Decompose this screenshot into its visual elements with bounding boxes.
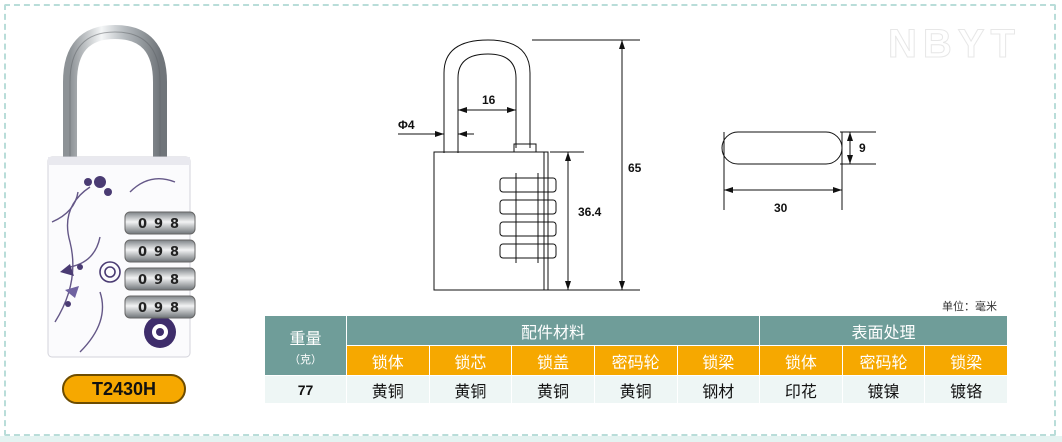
dim-section-height: 9 (859, 141, 866, 155)
surface-header: 密码轮 (841, 345, 926, 376)
dim-shackle-width: 16 (482, 93, 496, 107)
combination-dials: 0 9 8 0 9 8 0 9 8 0 9 8 (124, 211, 196, 319)
weight-unit-label: （克） (289, 352, 322, 366)
surface-value: 印花 (759, 375, 843, 404)
dimension-drawing: 16 Φ4 65 36.4 30 9 (398, 39, 876, 291)
dim-total-height: 65 (628, 161, 642, 175)
dial-digit: 8 (170, 245, 179, 260)
dial-digit: 9 (154, 245, 163, 260)
part-header: 锁盖 (511, 345, 595, 376)
weight-value: 77 (264, 375, 347, 404)
part-header: 锁体 (346, 345, 430, 376)
dial-digit: 8 (170, 301, 179, 316)
part-value: 黄铜 (593, 375, 678, 404)
dial-digit: 9 (154, 301, 163, 316)
weight-header-label: 重量 (289, 328, 322, 348)
dial-digit: 0 (138, 217, 147, 232)
dial-digit: 0 (138, 301, 147, 316)
part-value: 黄铜 (511, 375, 595, 404)
part-header: 锁芯 (428, 345, 513, 376)
part-value: 钢材 (676, 375, 761, 404)
parts-material-header: 配件材料 (345, 315, 761, 346)
dial-digit: 9 (154, 217, 163, 232)
surface-treatment-header: 表面处理 (759, 315, 1008, 346)
dim-shackle-diameter: Φ4 (398, 118, 415, 132)
surface-header: 锁梁 (924, 345, 1008, 376)
bottom-band (0, 436, 1062, 442)
dial-digit: 0 (138, 245, 147, 260)
dial-digit: 8 (170, 217, 179, 232)
dial-digit: 9 (154, 273, 163, 288)
part-header: 密码轮 (593, 345, 678, 376)
weight-header: 重量 （克） (264, 315, 347, 376)
table-row: 77 黄铜 黄铜 黄铜 黄铜 钢材 印花 镀镍 镀铬 (264, 375, 1008, 404)
surface-header: 锁体 (759, 345, 843, 376)
part-header: 锁梁 (676, 345, 761, 376)
surface-value: 镀镍 (841, 375, 926, 404)
dial-digit: 0 (138, 273, 147, 288)
padlock-product-image: 0 9 8 0 9 8 0 9 8 0 9 8 (47, 24, 196, 358)
dim-section-width: 30 (774, 201, 788, 215)
brand-watermark: NBYT (888, 22, 1021, 67)
part-value: 黄铜 (346, 375, 430, 404)
unit-note: 单位：毫米 (942, 300, 997, 313)
dashed-frame (4, 4, 1056, 436)
model-number-badge: T2430H (62, 374, 186, 404)
spec-table: 重量 （克） 配件材料 表面处理 锁体 锁芯 锁盖 密码轮 锁梁 锁体 密码轮 … (264, 315, 1008, 404)
part-value: 黄铜 (428, 375, 513, 404)
surface-value: 镀铬 (924, 375, 1008, 404)
dial-digit: 8 (170, 273, 179, 288)
dim-body-height: 36.4 (578, 205, 602, 219)
